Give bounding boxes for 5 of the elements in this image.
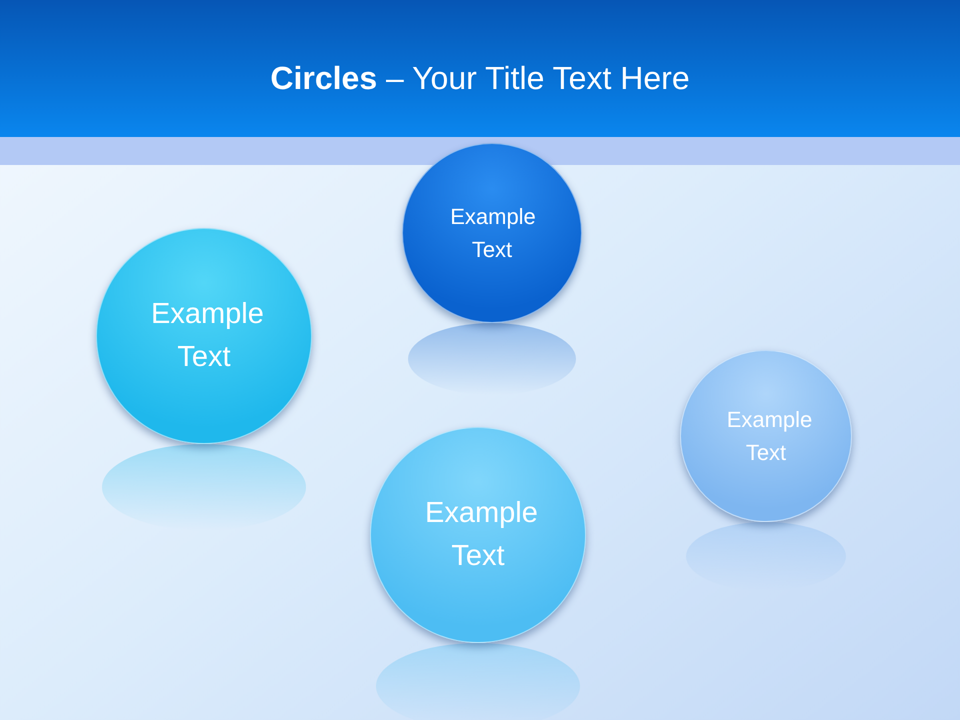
node-label: Example Text — [424, 496, 539, 574]
title: Circles – Your Title Text Here — [269, 59, 691, 98]
node-label: Example Text — [150, 296, 265, 375]
node-label: Example Text — [726, 406, 814, 467]
node-label: Example Text — [449, 203, 537, 264]
